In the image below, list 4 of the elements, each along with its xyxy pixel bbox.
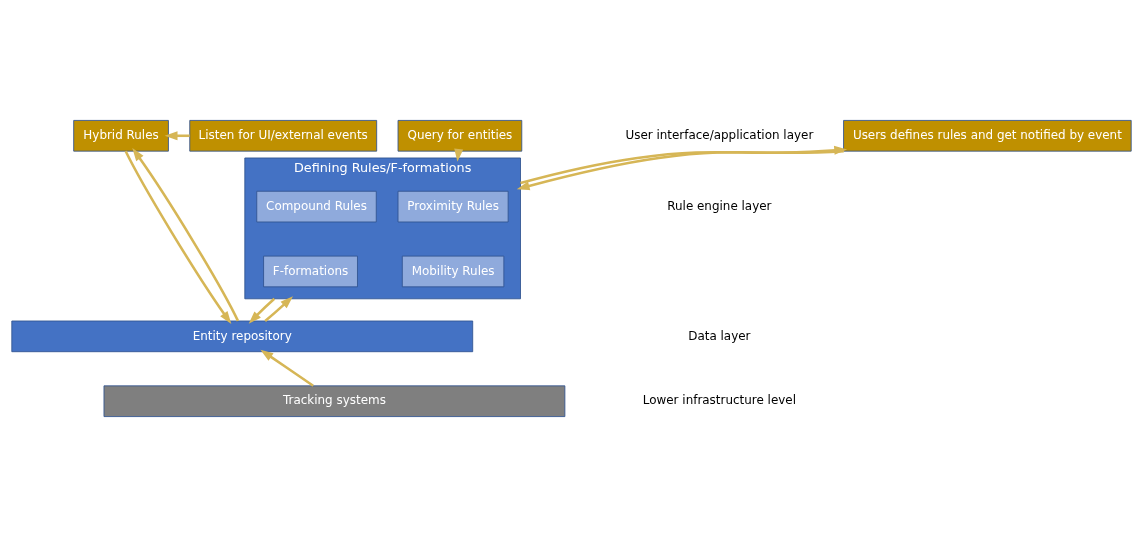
- label: Rule engine layer: [667, 198, 772, 213]
- label: User interface/application layer: [625, 127, 814, 142]
- label: Lower infrastructure level: [642, 392, 796, 407]
- label: Data layer: [688, 328, 751, 343]
